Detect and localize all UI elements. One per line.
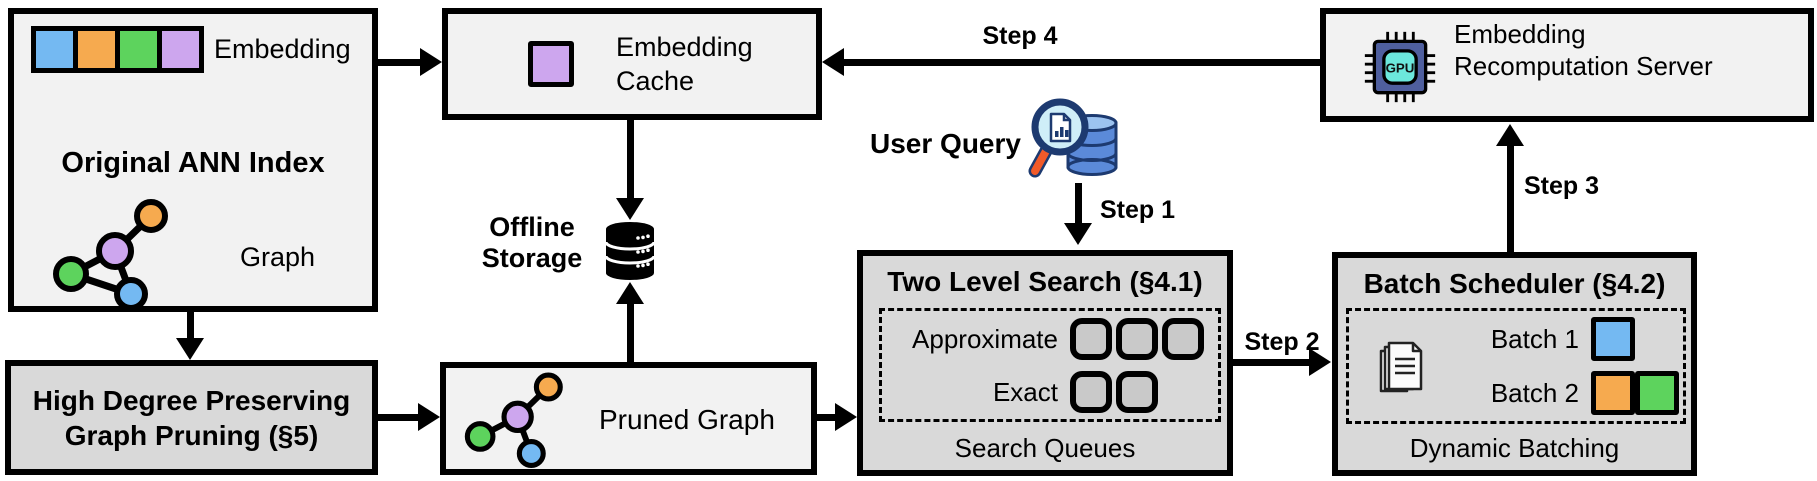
embedding-cache-box: Embedding Cache <box>442 8 822 120</box>
arrow-pruned-to-storage-head <box>616 282 644 304</box>
search-queues-panel: Approximate Exact <box>879 308 1221 422</box>
arrow-cache-to-storage <box>627 120 634 200</box>
queue-slot <box>1162 318 1204 360</box>
queue-slot <box>1116 318 1158 360</box>
ann-graph-icon <box>53 199 168 311</box>
exact-queue-slots <box>1070 371 1158 413</box>
approximate-queue-row: Approximate <box>882 318 1218 360</box>
arrow-step2 <box>1233 359 1311 366</box>
batch2-query-green <box>1635 371 1679 415</box>
batch-scheduler-box: Batch Scheduler (§4.2) Batch 1 <box>1332 252 1697 476</box>
arrow-pruned-to-search-head <box>835 403 857 431</box>
gpu-icon: GPU <box>1364 31 1436 103</box>
embedding-cell-orange <box>78 31 115 68</box>
embedding-label: Embedding <box>214 34 351 64</box>
user-query-label: User Query <box>870 128 1021 159</box>
queue-slot <box>1070 318 1112 360</box>
arrow-pruned-to-search <box>817 414 835 421</box>
cached-embedding-icon <box>528 41 574 87</box>
pruned-graph-label: Pruned Graph <box>599 404 775 435</box>
arrow-step4 <box>842 59 1320 66</box>
dynamic-batching-panel: Batch 1 Batch 2 <box>1346 308 1686 424</box>
recomputation-server-title: Embedding Recomputation Server <box>1454 19 1713 81</box>
arrow-cache-to-storage-head <box>616 198 644 220</box>
batch2-label: Batch 2 <box>1490 377 1579 408</box>
embedding-cell-blue <box>36 31 73 68</box>
approximate-label: Approximate <box>912 323 1058 354</box>
arrow-step4-head <box>822 48 844 76</box>
arrow-ann-to-cache-head <box>420 48 442 76</box>
arrow-pruning-to-pruned-head <box>418 403 440 431</box>
step3-label: Step 3 <box>1524 172 1600 200</box>
two-level-search-title: Two Level Search (§4.1) <box>887 266 1203 297</box>
approximate-queue-slots <box>1070 318 1204 360</box>
batch-scheduler-title: Batch Scheduler (§4.2) <box>1363 268 1666 299</box>
graph-label: Graph <box>240 242 316 272</box>
batch2-query-orange <box>1591 371 1635 415</box>
batch2-row: Batch 2 <box>1447 371 1679 415</box>
embedding-vector-icon <box>31 26 204 73</box>
arrow-step3-head <box>1496 124 1524 146</box>
recomputation-server-box: GPU Embedding Recomputation Server <box>1320 8 1814 122</box>
arrow-step1-head <box>1064 223 1092 245</box>
step1-label: Step 1 <box>1100 196 1176 224</box>
original-ann-index-box: Embedding Original ANN Index Graph <box>8 8 378 312</box>
offline-storage-label: Offline Storage <box>481 212 583 274</box>
embedding-cell-green <box>120 31 157 68</box>
gpu-icon-label: GPU <box>1386 61 1415 76</box>
pruned-graph-icon <box>464 372 563 468</box>
high-degree-pruning-title: High Degree Preserving Graph Pruning (§5… <box>32 384 351 451</box>
two-level-search-box: Two Level Search (§4.1) Approximate Exac… <box>857 250 1233 476</box>
pruned-graph-box: Pruned Graph <box>440 362 817 475</box>
arrow-pruning-to-pruned <box>378 414 420 421</box>
exact-label: Exact <box>992 376 1058 407</box>
arrow-step3 <box>1507 144 1514 252</box>
embedding-cell-purple <box>162 31 199 68</box>
user-query-icon <box>1028 98 1118 178</box>
arrow-ann-to-pruning-head <box>176 338 204 360</box>
search-queues-footer: Search Queues <box>954 433 1136 463</box>
step4-label: Step 4 <box>982 22 1058 50</box>
embedding-cache-title: Embedding Cache <box>616 32 753 96</box>
batch1-row: Batch 1 <box>1447 317 1679 361</box>
arrow-pruned-to-storage <box>627 302 634 363</box>
batch1-label: Batch 1 <box>1490 323 1579 354</box>
high-degree-pruning-box: High Degree Preserving Graph Pruning (§5… <box>5 360 378 475</box>
documents-icon <box>1379 341 1423 393</box>
dynamic-batching-footer: Dynamic Batching <box>1409 433 1620 463</box>
batch1-query-blue <box>1591 317 1635 361</box>
arrow-ann-to-cache <box>378 59 422 66</box>
arrow-step1 <box>1075 183 1082 225</box>
exact-queue-row: Exact <box>882 371 1218 413</box>
queue-slot <box>1070 371 1112 413</box>
offline-storage-database-icon <box>604 222 656 280</box>
arrow-ann-to-pruning <box>187 312 194 340</box>
arrow-step2-head <box>1309 348 1331 376</box>
queue-slot <box>1116 371 1158 413</box>
original-ann-index-title: Original ANN Index <box>61 147 325 179</box>
step2-label: Step 2 <box>1244 328 1320 356</box>
